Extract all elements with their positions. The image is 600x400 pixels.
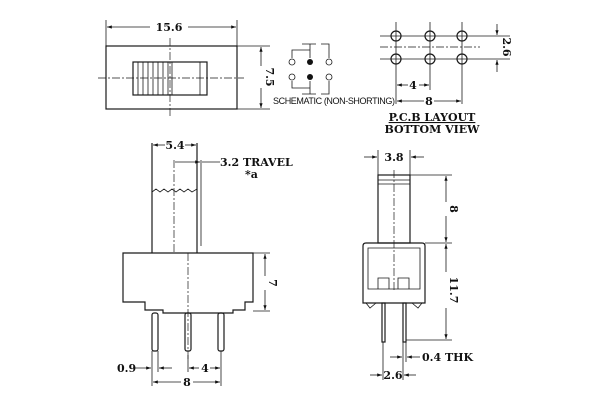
front-body-height: 7	[266, 279, 279, 287]
top-view: 15.6 7.5	[98, 20, 276, 116]
front-pin-pitch: 4	[201, 362, 209, 375]
pcb-row-pitch: 2.6	[500, 37, 513, 56]
schematic-label: SCHEMATIC (NON-SHORTING)	[273, 96, 395, 106]
schematic: SCHEMATIC (NON-SHORTING)	[273, 43, 395, 106]
pcb-layout: 2.6 4 8 P.C.B LAYOUT BOTTOM VIEW	[380, 22, 513, 136]
pcb-title-1: P.C.B LAYOUT	[389, 111, 477, 124]
side-pin-thickness: 0.4 THK	[422, 351, 474, 364]
side-view: 3.8 8 11.7 0.4 THK 2.6	[362, 150, 474, 382]
pcb-title-2: BOTTOM VIEW	[384, 123, 480, 136]
top-width-dim: 15.6	[156, 21, 183, 34]
pcb-pitch: 4	[409, 79, 417, 92]
front-pin-span: 8	[183, 376, 191, 389]
top-height-dim: 7.5	[263, 67, 276, 86]
side-pin-spacing: 2.6	[383, 369, 402, 382]
pcb-span: 8	[425, 95, 433, 108]
front-actuator-width: 5.4	[165, 139, 184, 152]
front-view: 5.4 3.2 TRAVEL *a 7 0.9 4 8	[117, 139, 293, 389]
front-travel-note: *a	[245, 168, 258, 181]
front-travel: 3.2 TRAVEL	[220, 156, 293, 169]
front-pin-width: 0.9	[117, 362, 136, 375]
side-actuator-height: 8	[447, 205, 460, 213]
side-actuator-width: 3.8	[384, 151, 403, 164]
top-body-outline	[105, 45, 238, 110]
side-body-height: 11.7	[447, 277, 460, 304]
